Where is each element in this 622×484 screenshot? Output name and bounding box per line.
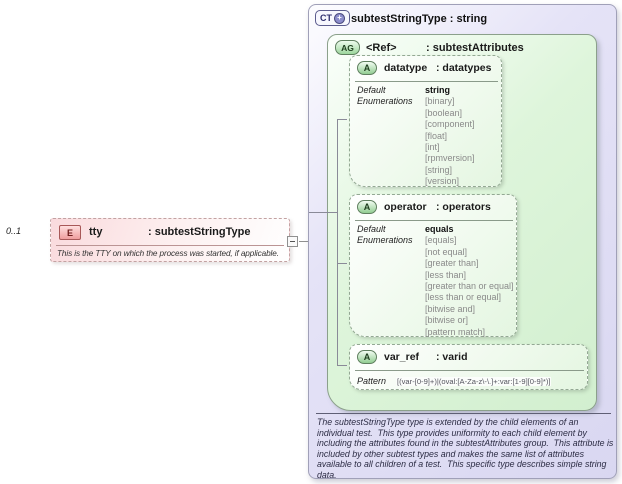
enum-value: [version] xyxy=(425,176,460,187)
default-label: Default xyxy=(357,85,386,95)
attribute-type: : varid xyxy=(436,351,468,363)
element-separator xyxy=(56,245,284,246)
enum-value: [rpmversion] xyxy=(425,153,475,164)
complex-type-badge: CT + xyxy=(315,10,350,26)
attribute-separator xyxy=(355,370,584,371)
element-badge: E xyxy=(59,225,81,240)
element-name: tty xyxy=(89,226,103,238)
enum-value: [greater than or equal] xyxy=(425,281,514,292)
attribute-box-var-ref: A var_ref : varid Pattern [(var-[0-9]+)|… xyxy=(349,344,588,390)
minus-icon xyxy=(290,241,295,242)
pattern-label: Pattern xyxy=(357,376,387,386)
enum-value: [float] xyxy=(425,130,448,141)
element-type: : subtestStringType xyxy=(148,226,251,238)
type-description: The subtestStringType type is extended b… xyxy=(317,417,616,480)
pattern-value: [(var-[0-9]+)|(oval:[A-Za-z\-\.]+:var:[1… xyxy=(396,377,552,386)
enum-value: [bitwise and] xyxy=(425,303,476,314)
rail-vertical-line xyxy=(337,119,338,366)
rail-branch-operator xyxy=(338,263,347,264)
enum-value: [not equal] xyxy=(425,246,468,257)
expand-plus-icon[interactable]: + xyxy=(334,12,345,24)
attribute-separator xyxy=(355,220,513,221)
default-value: string xyxy=(425,85,451,95)
enum-value: [equals] xyxy=(425,235,457,246)
enum-value: [pattern match] xyxy=(425,326,486,337)
attribute-facets: Default Enumerations equals [equals] [no… xyxy=(357,224,514,338)
enumerations-label: Enumerations xyxy=(357,235,413,246)
attribute-type: : datatypes xyxy=(436,62,492,74)
enum-value: [int] xyxy=(425,142,440,153)
attribute-name: operator xyxy=(384,201,427,213)
default-label: Default xyxy=(357,224,386,234)
attribute-group-badge: AG xyxy=(335,40,360,55)
default-value: equals xyxy=(425,224,454,234)
enum-value: [binary] xyxy=(425,96,455,107)
attribute-separator xyxy=(355,81,498,82)
complex-type-box: CT + subtestStringType : string AG <Ref>… xyxy=(308,4,617,480)
enum-value: [string] xyxy=(425,164,453,175)
attribute-group-ref: <Ref> xyxy=(366,42,397,54)
enum-value: [less than or equal] xyxy=(425,292,502,303)
rail-branch-var-ref xyxy=(338,365,347,366)
connector-line xyxy=(299,241,309,242)
attribute-badge: A xyxy=(357,200,377,214)
enum-value: [bitwise or] xyxy=(425,315,469,326)
attribute-group-type: : subtestAttributes xyxy=(426,42,524,54)
attribute-name: datatype xyxy=(384,62,428,74)
attribute-badge: A xyxy=(357,350,377,364)
enum-value: [boolean] xyxy=(425,107,463,118)
enum-value: [greater than] xyxy=(425,258,479,269)
attribute-facets: Default Enumerations string [binary] [bo… xyxy=(357,85,475,188)
description-separator xyxy=(316,413,611,414)
enumerations-label: Enumerations xyxy=(357,96,413,107)
attribute-badge: A xyxy=(357,61,377,75)
complex-type-title: subtestStringType : string xyxy=(351,13,488,25)
rail-in-line xyxy=(309,212,337,213)
complex-type-badge-label: CT xyxy=(320,13,332,23)
element-annotation: This is the TTY on which the process was… xyxy=(57,249,279,258)
enum-value: [component] xyxy=(425,119,475,130)
attribute-name: var_ref xyxy=(384,351,420,363)
cardinality-label: 0..1 xyxy=(6,226,22,236)
attribute-type: : operators xyxy=(436,201,491,213)
collapse-toggle[interactable] xyxy=(287,236,298,247)
attribute-box-datatype: A datatype : datatypes Default Enumerati… xyxy=(349,55,502,187)
enum-value: [less than] xyxy=(425,269,467,280)
attribute-box-operator: A operator : operators Default Enumerati… xyxy=(349,194,517,337)
element-box-tty: E tty : subtestStringType This is the TT… xyxy=(50,218,290,262)
attribute-group-box: AG <Ref> : subtestAttributes A datatype … xyxy=(327,34,597,411)
rail-branch-datatype xyxy=(338,119,347,120)
